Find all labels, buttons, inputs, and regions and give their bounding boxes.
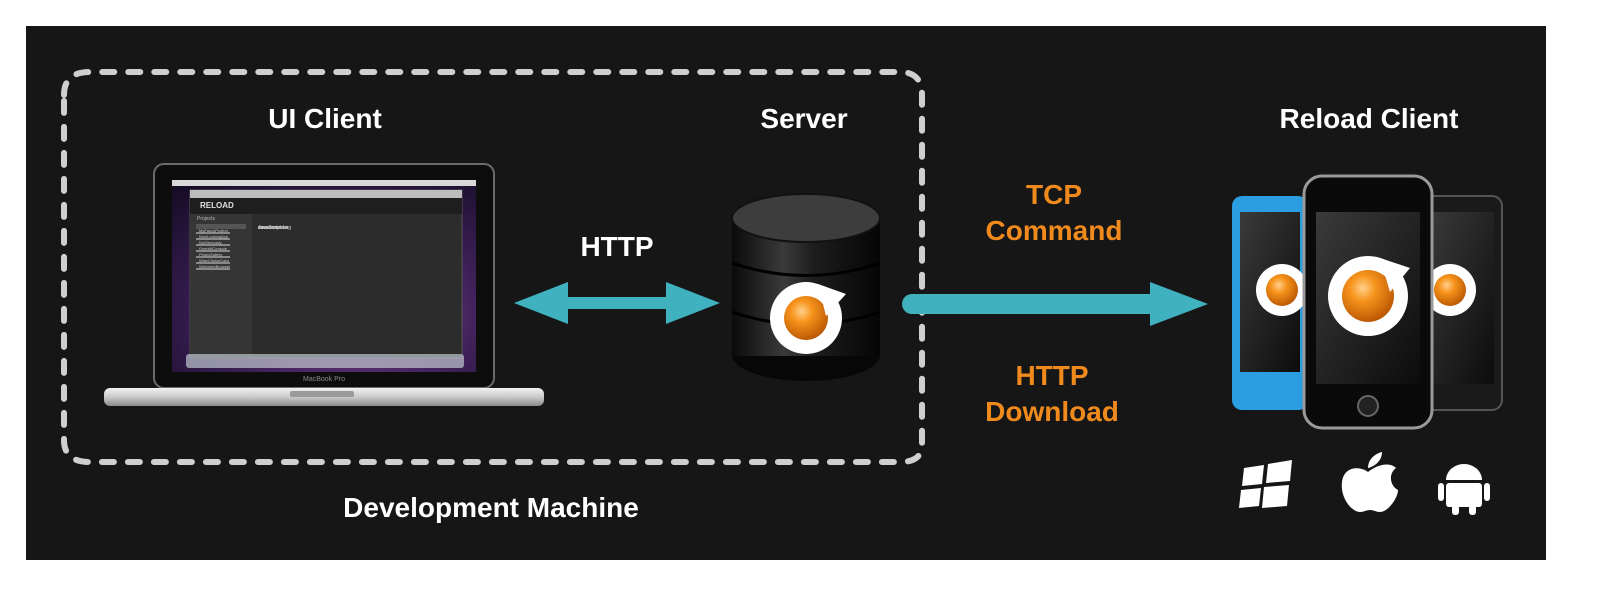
app-project-item: NotSeriously	[199, 240, 222, 245]
server-icon	[731, 193, 881, 381]
server-title: Server	[760, 103, 848, 134]
ui-client-title: UI Client	[268, 103, 382, 134]
laptop-brand: MacBook Pro	[302, 376, 346, 383]
reload-client-title: Reload Client	[1279, 103, 1459, 134]
iphone-icon	[1302, 174, 1434, 430]
http-right-label: HTTP	[1015, 360, 1089, 391]
windows-icon	[1239, 460, 1292, 508]
app-project-item: MyFancyProject	[199, 228, 228, 233]
app-project-item: NiceLookingApp	[199, 234, 229, 239]
app-project-item: WelcomeBrowser	[199, 264, 231, 269]
http-double-arrow	[514, 282, 720, 324]
tcp-label: TCP	[1026, 179, 1082, 210]
app-project-item: WiseChoiceCam	[199, 258, 229, 263]
download-label: Download	[985, 396, 1119, 427]
laptop-icon	[104, 163, 544, 406]
development-machine-label: Development Machine	[343, 492, 639, 523]
http-left-label: HTTP	[580, 231, 654, 262]
android-icon	[1438, 464, 1490, 515]
apple-icon	[1341, 452, 1398, 512]
motorola-phone-icon	[1419, 195, 1503, 411]
command-label: Command	[985, 215, 1123, 246]
app-projects-header: Projects	[197, 216, 216, 222]
app-log-title: JavaScript Log	[258, 225, 292, 231]
app-project-item: PhotoGallery	[199, 252, 223, 257]
development-machine-boundary	[61, 69, 925, 465]
tcp-http-arrow	[902, 282, 1208, 326]
app-logo: RELOAD	[200, 201, 234, 210]
app-project-item: OverkillConsole	[199, 246, 228, 251]
nokia-phone-icon	[1232, 196, 1308, 410]
